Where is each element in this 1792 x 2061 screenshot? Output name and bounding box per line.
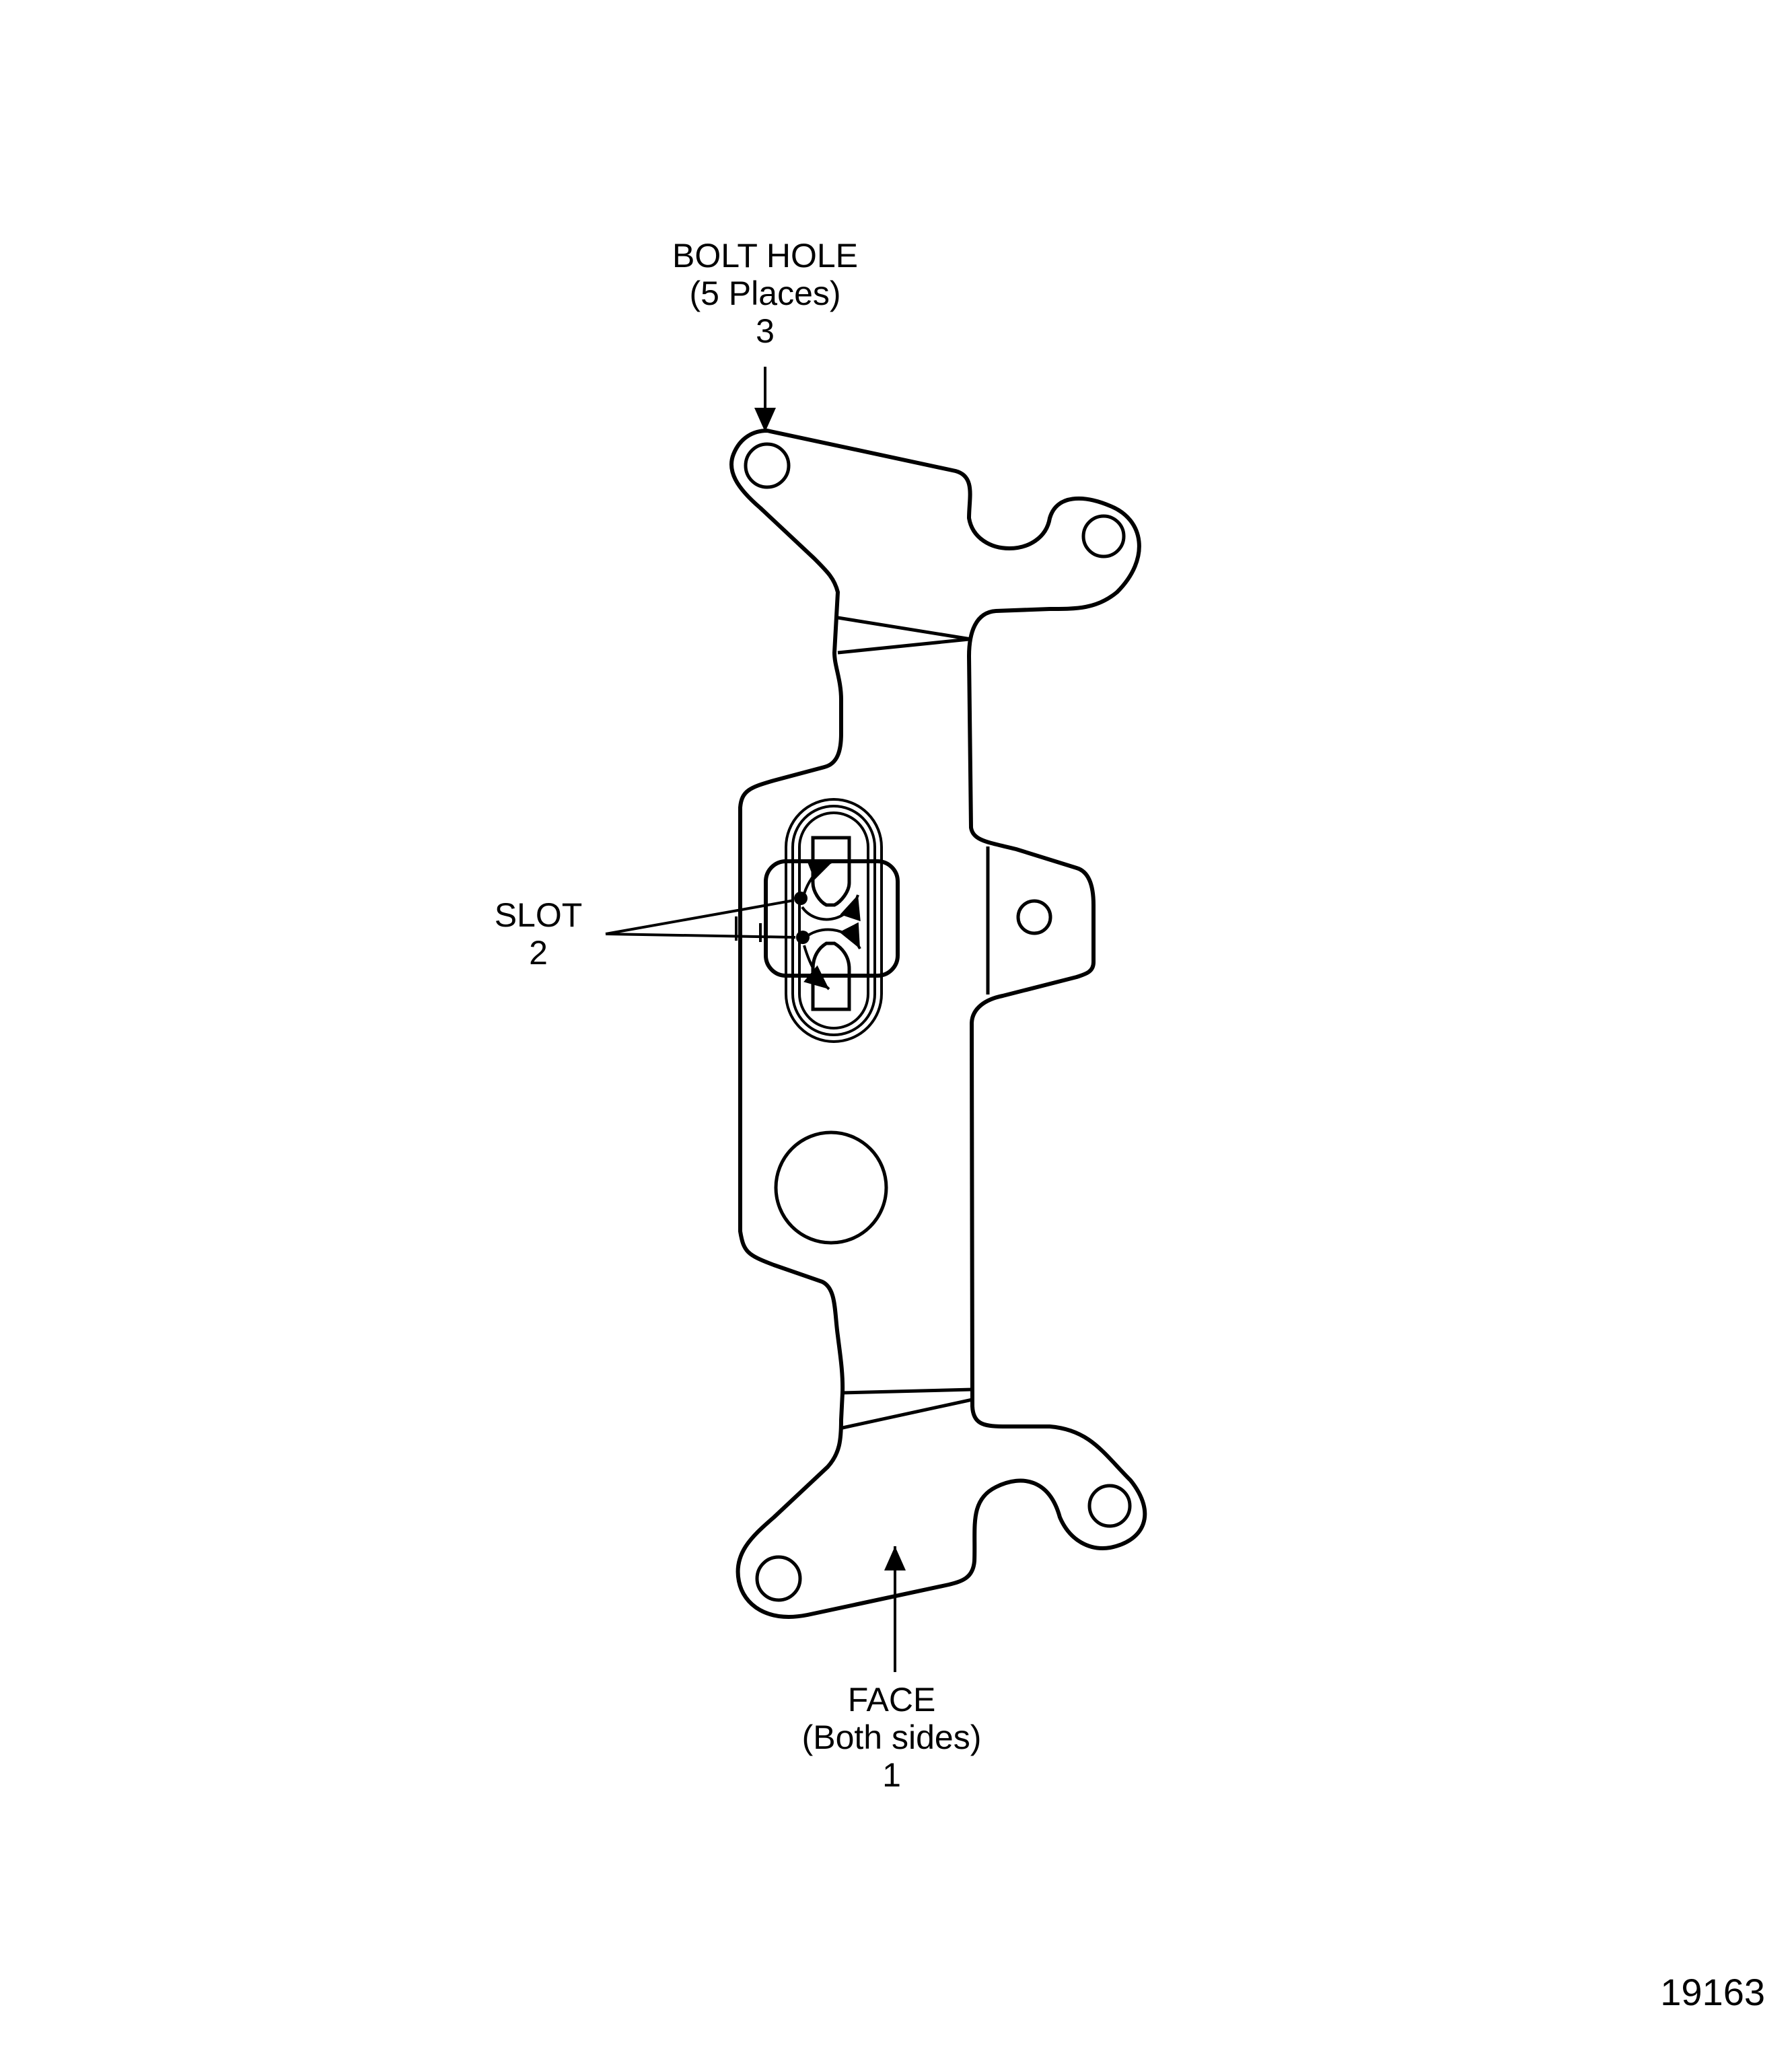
rib-line: [837, 616, 972, 641]
bolt-hole: [1087, 1484, 1132, 1528]
slot-number: 2: [529, 934, 548, 972]
port-opening: [774, 1130, 888, 1245]
slot-leader: [605, 899, 795, 935]
bolt-hole: [1081, 514, 1126, 558]
bolt-hole: [1016, 899, 1052, 935]
rib-line: [837, 637, 970, 655]
bolt-hole: [755, 1555, 802, 1602]
bolt-hole: [744, 442, 791, 489]
bolt-hole-note: (5 Places): [689, 275, 841, 312]
face-number: 1: [882, 1756, 901, 1794]
face-callout: FACE (Both sides) 1: [802, 1681, 982, 1794]
face-label: FACE: [847, 1681, 936, 1719]
rib-line: [840, 1387, 973, 1395]
gasket-outline: [729, 429, 1147, 1619]
slot-assembly: [764, 798, 900, 1043]
slot-callout: SLOT 2: [495, 896, 583, 972]
bolt-hole-callout: BOLT HOLE (5 Places) 3: [672, 237, 858, 350]
figure-number: 19163: [1660, 1971, 1765, 2013]
slot-marker-dot: [796, 931, 810, 944]
bolt-hole-number: 3: [756, 312, 775, 350]
slot-leader: [605, 933, 796, 939]
bolt-hole-label: BOLT HOLE: [672, 237, 859, 275]
slot-label: SLOT: [494, 896, 583, 934]
face-note: (Both sides): [801, 1719, 982, 1756]
slot-marker-dot: [794, 892, 808, 905]
rib-line: [842, 1398, 973, 1430]
